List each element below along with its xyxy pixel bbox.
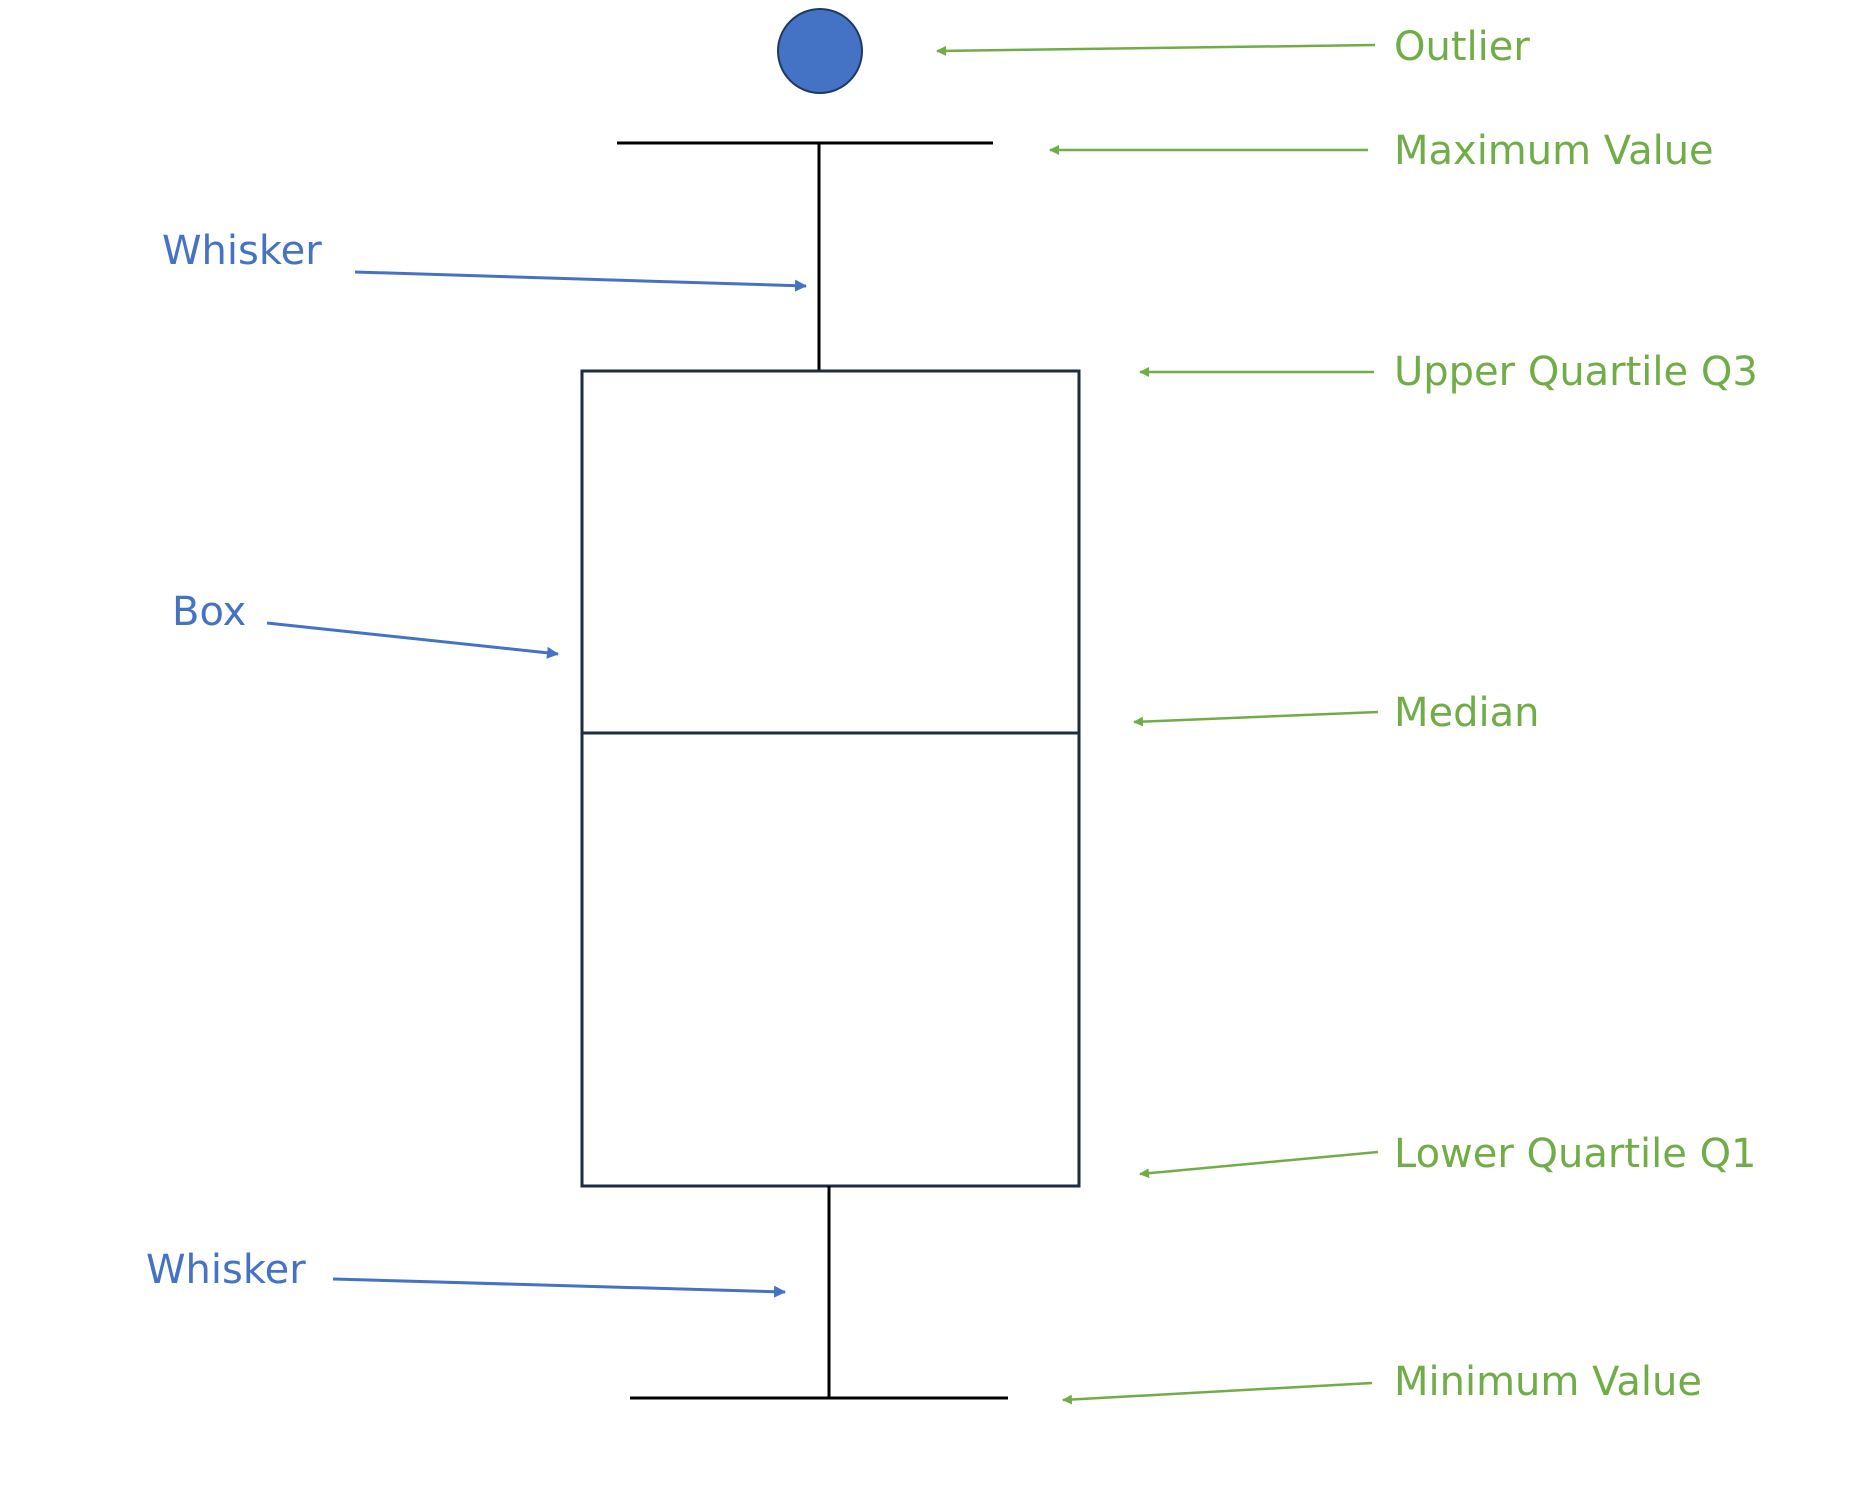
minimum-arrow xyxy=(1062,1381,1373,1405)
minimum-value-label: Minimum Value xyxy=(1394,1359,1702,1405)
upper-quartile-label: Upper Quartile Q3 xyxy=(1394,349,1758,395)
quartile-box xyxy=(580,369,1081,1188)
box-arrow xyxy=(266,621,559,659)
lower-quartile-arrow xyxy=(1139,1150,1379,1179)
outlier-point xyxy=(777,8,863,94)
box-label: Box xyxy=(172,589,247,635)
lower-quartile-label: Lower Quartile Q1 xyxy=(1394,1131,1757,1177)
whisker-top-arrow xyxy=(354,270,807,292)
median-arrow xyxy=(1133,710,1379,727)
maximum-value-label: Maximum Value xyxy=(1394,128,1714,174)
median-label: Median xyxy=(1394,690,1540,736)
outlier-label: Outlier xyxy=(1394,24,1530,70)
whisker-bottom-label: Whisker xyxy=(146,1247,306,1293)
outlier-arrow xyxy=(936,43,1376,56)
whisker-bottom-arrow xyxy=(332,1277,786,1298)
whisker-top-label: Whisker xyxy=(162,228,322,274)
